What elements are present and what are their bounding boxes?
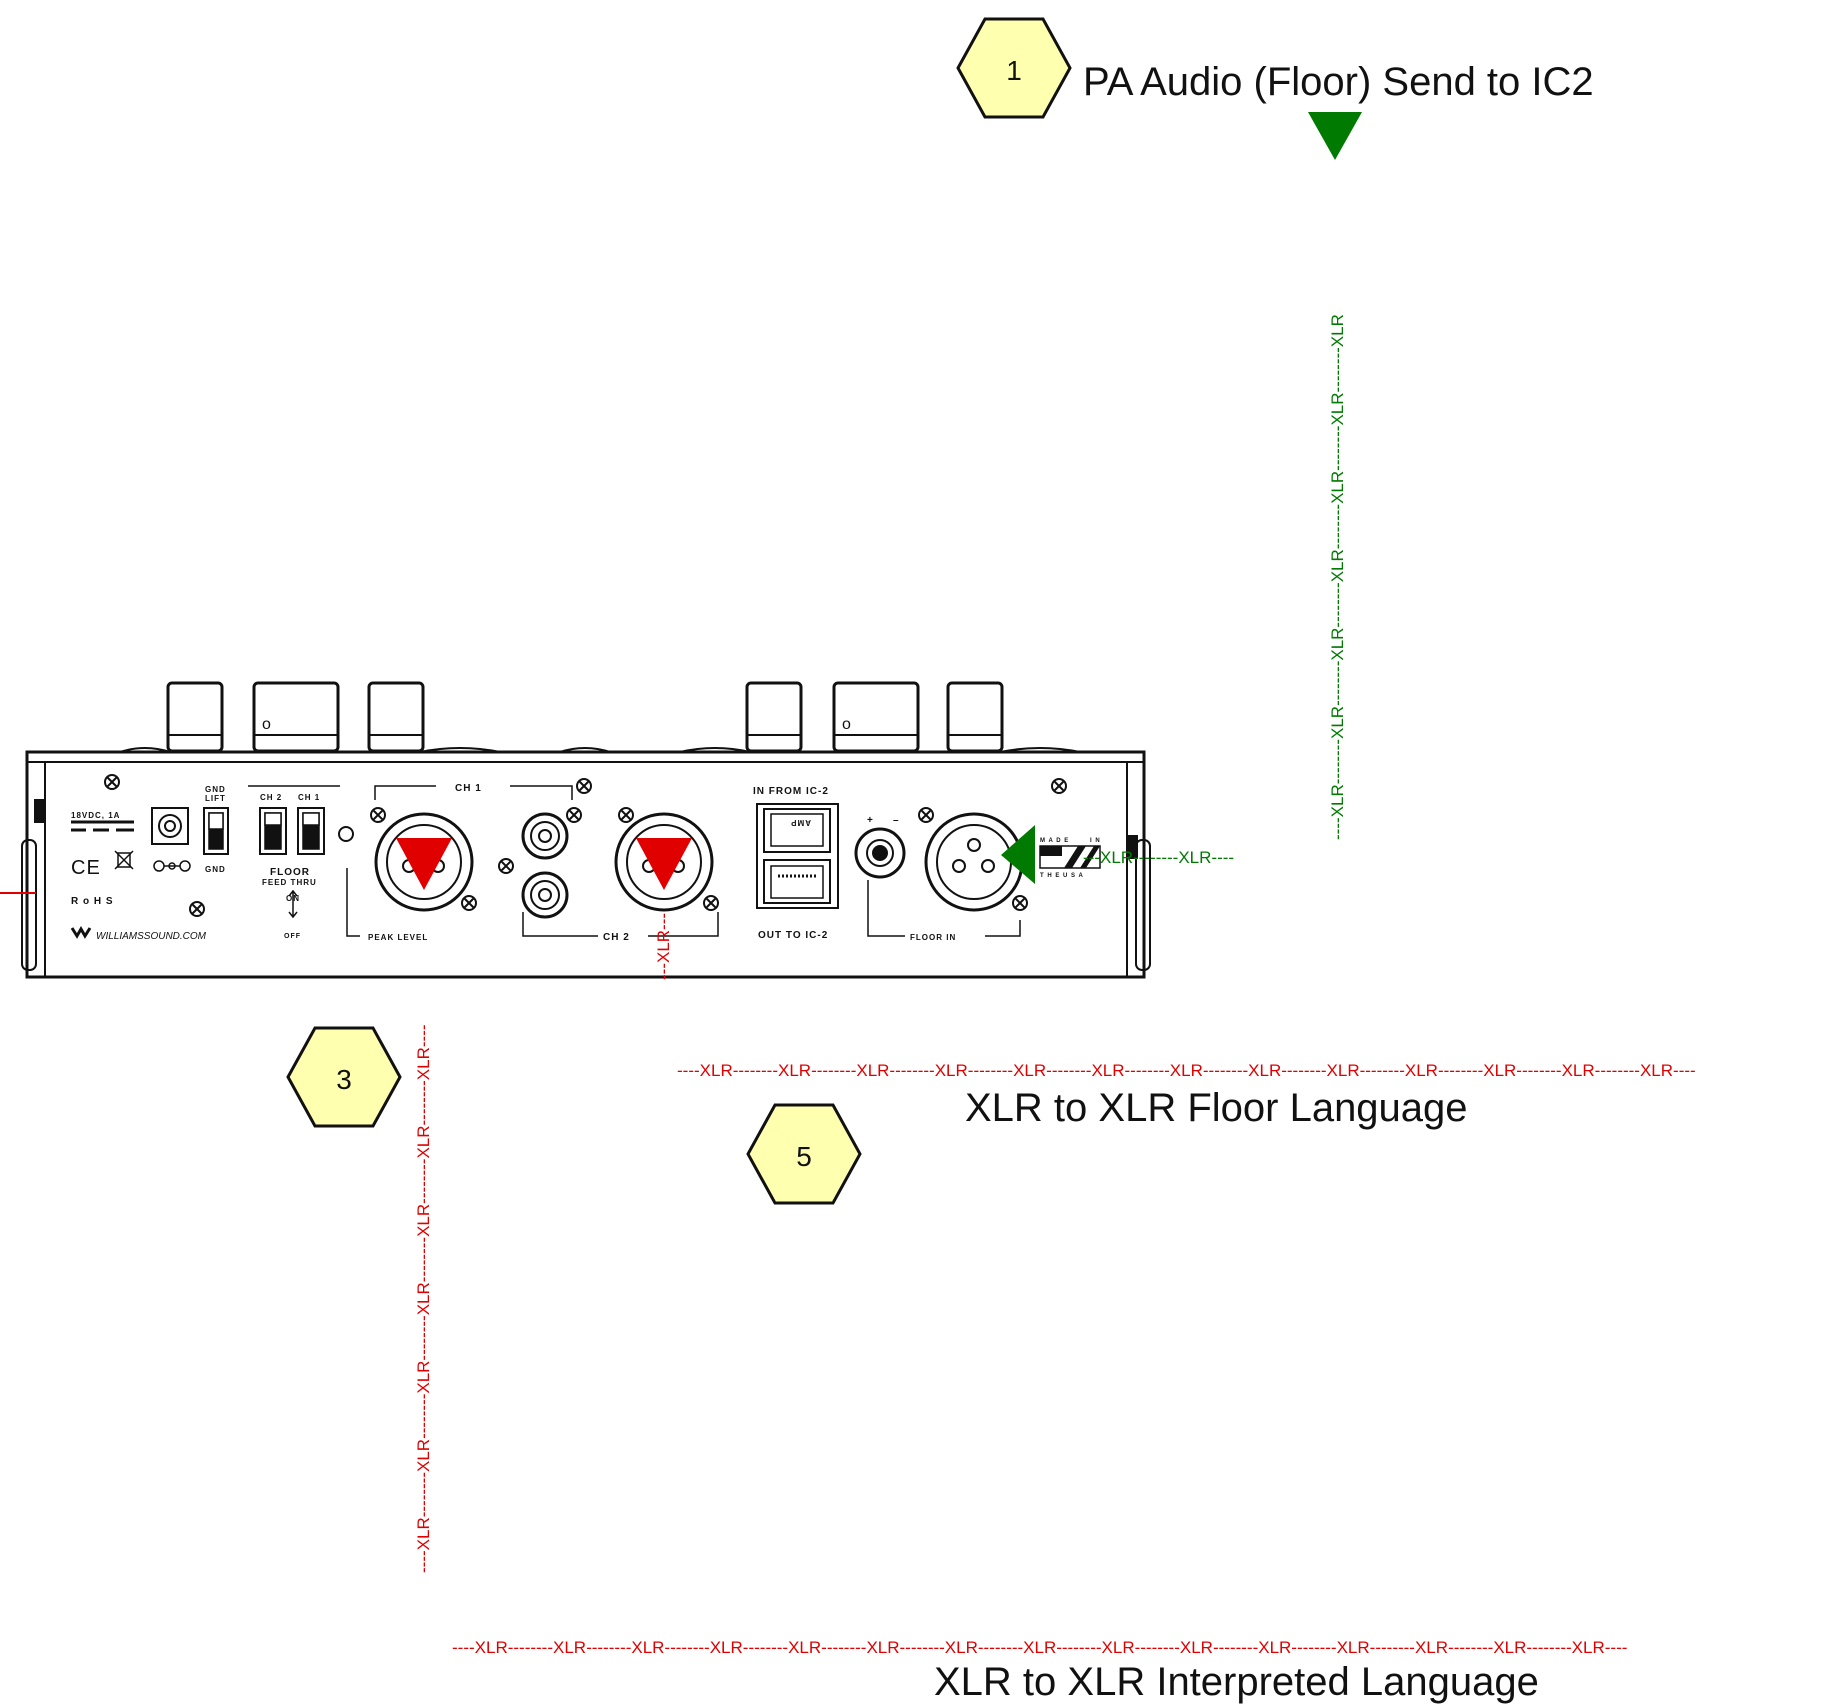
power-rating-label: 18VDC, 1A (71, 811, 120, 820)
out-to-ic2-label: OUT TO IC-2 (758, 930, 828, 941)
callout-3: 3 (286, 1026, 402, 1128)
knob-right-2 (832, 681, 920, 753)
floor-in-label: FLOOR IN (910, 933, 956, 942)
off-label: OFF (284, 933, 301, 940)
ch1-red-arrow (396, 838, 452, 890)
callout-1-number: 1 (1006, 55, 1022, 86)
ch1-group-label: CH 1 (455, 783, 482, 794)
ch1-cable-label: ----XLR--------XLR--------XLR--------XLR… (414, 1024, 433, 1573)
peak-level-label: PEAK LEVEL (368, 933, 428, 942)
floor-send-arrow (1308, 112, 1362, 160)
knob-marker-left: o (262, 716, 272, 733)
floor-in-arrow-upper (1001, 825, 1035, 855)
gnd-label: GND (205, 865, 226, 874)
floor-in-cable-label: ---XLR--------XLR---- (1083, 848, 1234, 867)
floor-language-label: XLR to XLR Floor Language (965, 1086, 1468, 1130)
interpreted-language-label: XLR to XLR Interpreted Language (934, 1660, 1539, 1704)
made-in-label-2: I N (1090, 838, 1101, 844)
on-label: ON (286, 894, 300, 903)
floor-send-cable-label: ----XLR--------XLR--------XLR--------XLR… (1328, 314, 1347, 840)
ch2-switch-label: CH 2 (260, 793, 282, 802)
knob-left-1 (166, 681, 224, 753)
rohs-label: R o H S (71, 896, 114, 907)
polarity-plus-label: + (867, 815, 874, 826)
interpreted-cable-label: ----XLR--------XLR--------XLR--------XLR… (452, 1638, 1627, 1657)
floor-language-cable-label: ----XLR--------XLR--------XLR--------XLR… (677, 1061, 1696, 1080)
callout-3-number: 3 (336, 1064, 352, 1095)
knob-right-3 (946, 681, 1004, 753)
the-usa-label: T H E U S A (1040, 873, 1084, 879)
ch2-group-label: CH 2 (603, 932, 630, 943)
callout-5: 5 (746, 1103, 862, 1205)
polarity-minus-label: – (893, 815, 900, 826)
callout-5-number: 5 (796, 1141, 812, 1172)
gnd-lift-label-1: GND (205, 785, 226, 794)
gnd-lift-label-2: LIFT (205, 794, 226, 803)
amp-label: AMP (790, 818, 811, 827)
knob-left-3 (367, 681, 425, 753)
made-in-label-1: M A D E (1040, 838, 1069, 844)
knob-marker-right: o (842, 716, 852, 733)
website-label: WILLIAMSSOUND.COM (96, 931, 207, 942)
floor-label: FLOOR (270, 867, 310, 878)
device-labels: 18VDC, 1A CE R o H S WILLIAMSSOUND.COM G… (71, 783, 1101, 943)
ch1-switch-label: CH 1 (298, 793, 320, 802)
ch2-red-arrow (636, 838, 692, 890)
in-from-ic2-label: IN FROM IC-2 (753, 786, 829, 797)
device-rear-panel: o o (21, 681, 1151, 979)
ce-mark: CE (71, 857, 101, 879)
feed-thru-label: FEED THRU (262, 878, 317, 887)
ch2-cable-label: ---XLR--- (654, 913, 673, 980)
callout-1: 1 (956, 17, 1072, 119)
pa-audio-send-label: PA Audio (Floor) Send to IC2 (1083, 60, 1594, 104)
floor-in-arrow-lower (1001, 855, 1035, 884)
knob-right-1 (745, 681, 803, 753)
